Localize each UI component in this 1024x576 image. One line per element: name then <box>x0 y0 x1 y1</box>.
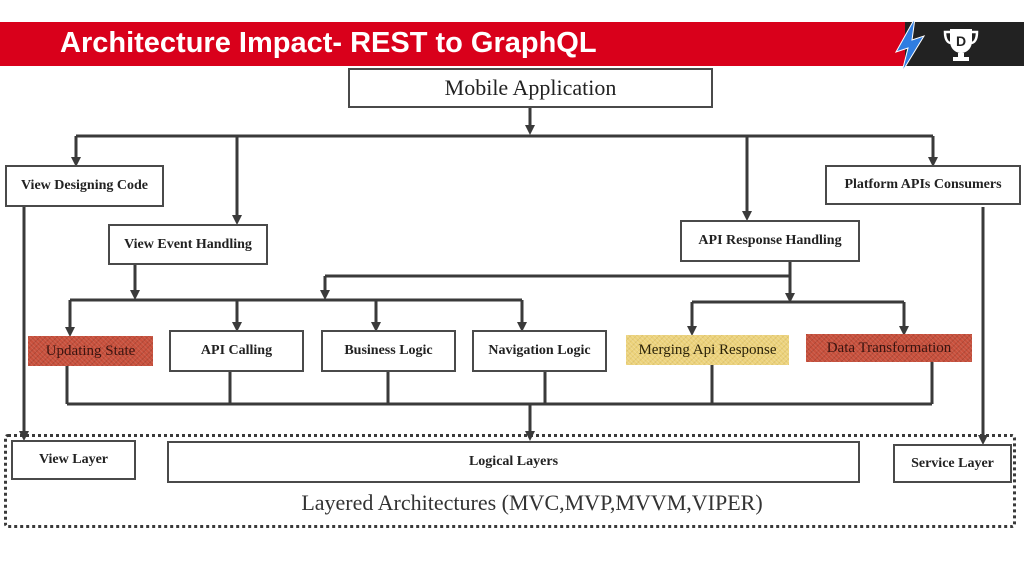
title-banner <box>0 22 1024 66</box>
slide-title: Architecture Impact- REST to GraphQL <box>60 27 597 59</box>
lightning-bolt-icon <box>894 17 926 73</box>
view-event-handling-box: View Event Handling <box>108 224 268 265</box>
view-designing-code-box: View Designing Code <box>5 165 164 207</box>
business-logic-box: Business Logic <box>321 330 456 372</box>
view-layer-box: View Layer <box>11 440 136 480</box>
svg-text:D: D <box>956 33 966 49</box>
merging-api-response-box: Merging Api Response <box>626 335 789 365</box>
api-response-handling-box: API Response Handling <box>680 220 860 262</box>
logical-layers-box: Logical Layers <box>167 441 860 483</box>
platform-apis-consumers-box: Platform APIs Consumers <box>825 165 1021 205</box>
service-layer-box: Service Layer <box>893 444 1012 483</box>
updating-state-box: Updating State <box>28 336 153 366</box>
navigation-logic-box: Navigation Logic <box>472 330 607 372</box>
trophy-d-logo-icon: D <box>943 29 979 61</box>
api-calling-box: API Calling <box>169 330 304 372</box>
mobile-application-box: Mobile Application <box>348 68 713 108</box>
layered-architectures-label: Layered Architectures (MVC,MVP,MVVM,VIPE… <box>301 490 763 515</box>
layered-architecture-container <box>4 434 1016 528</box>
data-transformation-box: Data Transformation <box>806 334 972 362</box>
